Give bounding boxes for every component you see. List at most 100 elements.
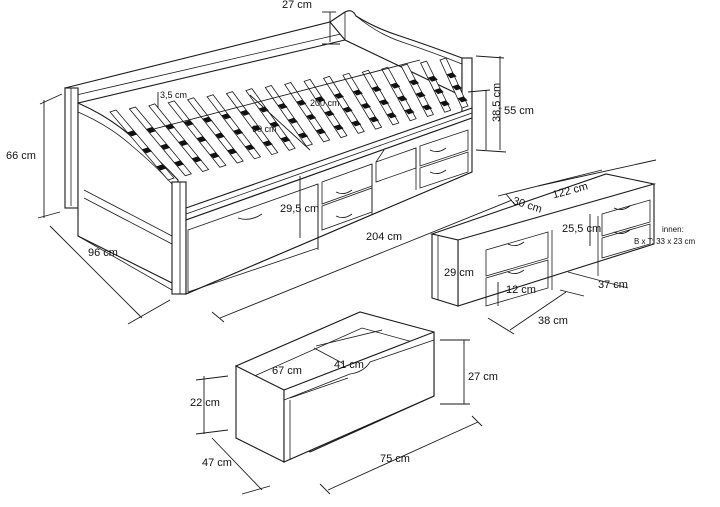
slat-strap (233, 128, 244, 135)
slat-strap (191, 156, 202, 163)
dim-under-clearance: 29,5 cm (280, 203, 319, 215)
cabinet-inner-note-dims: B x T: 33 x 23 cm (634, 237, 696, 246)
pull-out-drawer: 67 cm 41 cm 27 cm 22 cm 47 cm 75 cm (190, 311, 498, 495)
back-rail (63, 21, 346, 104)
dim-drawer-inner-width: 41 cm (334, 359, 364, 371)
slat-strap (422, 104, 433, 111)
dim-height-total: 66 cm (6, 150, 36, 162)
slat-strap (379, 99, 390, 106)
slat-strap (277, 103, 288, 110)
right-drawer-top (419, 129, 469, 167)
dim-drawer-inner-length: 67 cm (272, 365, 302, 377)
slat-strap (342, 106, 353, 113)
bed-slat (128, 106, 192, 177)
dim-inner-length: 200 cm (310, 98, 340, 108)
dim-inner-width: 90 cm (252, 124, 277, 134)
slat-strap (452, 84, 463, 91)
left-post (64, 87, 79, 209)
slat-strap (178, 139, 189, 146)
bed-slat (186, 97, 244, 164)
slat-strap (333, 124, 344, 131)
slat-strap (244, 144, 255, 151)
bed-slat (264, 85, 313, 147)
daybed-dimensions: 27 cm 66 cm 96 cm 3,5 cm 200 cm 90 cm 29… (6, 0, 534, 325)
dim-outer-length: 204 cm (366, 231, 402, 243)
dim-cabinet-depth: 37 cm (598, 279, 628, 291)
slat-strap (371, 86, 382, 93)
bed-slat (342, 72, 383, 130)
slat-strap (296, 99, 307, 106)
slat-strap (298, 132, 309, 139)
bed-slat (225, 91, 279, 156)
front-post (171, 181, 187, 295)
slat-strap (183, 120, 194, 127)
slat-strap (386, 112, 397, 119)
bed-slat (303, 78, 348, 139)
slat-strap (160, 143, 171, 150)
slat-strap (202, 116, 213, 123)
bed-slat (109, 109, 175, 181)
slat-strap (141, 147, 152, 154)
bed-slat (148, 103, 210, 172)
slat-strap (174, 160, 185, 167)
slat-strap (415, 91, 426, 98)
dim-drawer-depth: 47 cm (202, 457, 232, 469)
slat-grid (109, 57, 469, 181)
drawer-front (283, 331, 435, 463)
dim-top-width: 27 cm (282, 0, 312, 11)
bed-slat (167, 100, 227, 168)
slat-strap (287, 117, 298, 124)
slat-strap (196, 136, 207, 143)
cabinet-drawer-4 (601, 223, 651, 259)
slat-strap (360, 102, 371, 109)
right-drawer-bottom (419, 151, 469, 189)
bed-slat (381, 66, 417, 122)
slat-strap (262, 140, 273, 147)
bed-slat (284, 81, 331, 143)
dim-depth: 96 cm (88, 247, 118, 259)
bed-slat (322, 75, 365, 134)
daybed (63, 10, 473, 295)
bed-slat (400, 63, 434, 117)
bed-slat (245, 88, 296, 151)
slat-strap (258, 106, 269, 113)
storage-cabinet: 122 cm 30 cm 25,5 cm innen: B x T: 33 x … (430, 159, 696, 335)
bed-slat (439, 57, 469, 109)
slat-strap (127, 130, 138, 137)
bed-slat (420, 60, 452, 113)
slat-strap (409, 79, 420, 86)
slat-strap (214, 132, 225, 139)
bed-slat (361, 69, 400, 126)
slat-strap (306, 114, 317, 121)
cabinet-drawer-1 (485, 231, 549, 277)
slat-strap (427, 75, 438, 82)
bed-slat (206, 94, 262, 160)
dim-drawer-height: 27 cm (468, 371, 498, 383)
dim-cabinet-drawer: 12 cm (506, 284, 536, 296)
slat-strap (209, 152, 220, 159)
dim-drawer-length: 75 cm (380, 453, 410, 465)
slat-strap (251, 125, 262, 132)
cabinet-drawer-2 (485, 259, 549, 307)
dim-cabinet-height: 29 cm (444, 267, 474, 279)
slat-strap (352, 89, 363, 96)
dim-cabinet-base: 38 cm (538, 315, 568, 327)
slat-strap (457, 96, 468, 103)
slat-strap (240, 109, 251, 116)
cabinet-drawer-3 (601, 199, 651, 237)
slat-strap (156, 164, 167, 171)
slat-strap (221, 113, 232, 120)
slat-strap (439, 100, 450, 107)
slat-strap (333, 92, 344, 99)
slat-strap (269, 121, 280, 128)
slat-strap (404, 108, 415, 115)
slat-strap (390, 82, 401, 89)
dim-side-height: 38,5 cm (491, 83, 503, 122)
slat-strap (369, 116, 380, 123)
slat-strap (280, 136, 291, 143)
dim-slat-width: 3,5 cm (160, 90, 187, 100)
slat-strap (351, 120, 362, 127)
slat-strap (315, 128, 326, 135)
dim-headboard-height: 55 cm (504, 105, 534, 117)
